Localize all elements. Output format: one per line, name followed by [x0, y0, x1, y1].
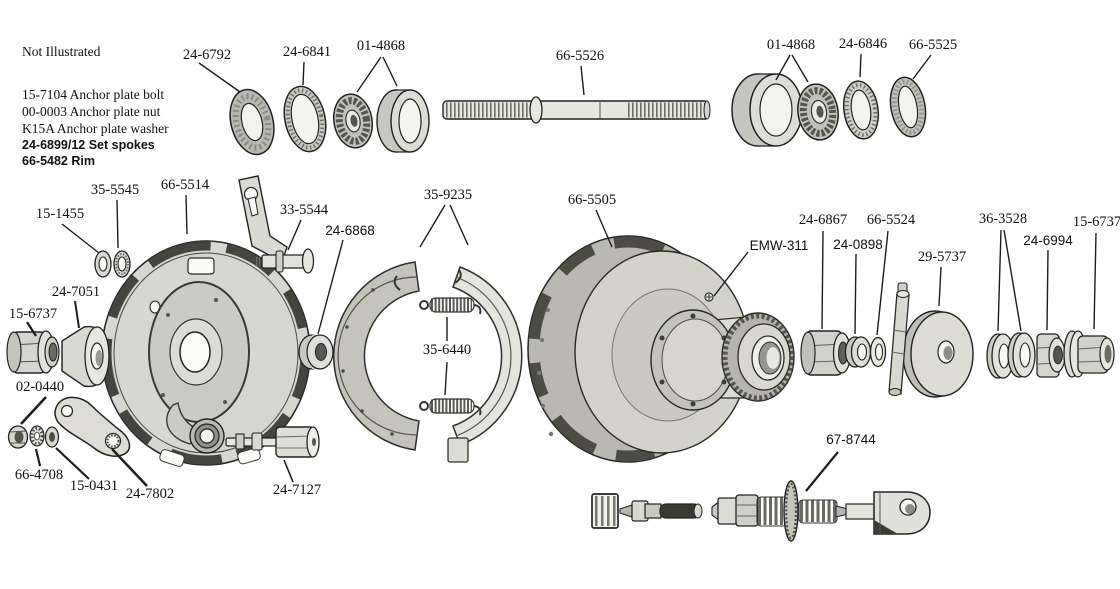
part-label-emw-311: EMW-311 — [749, 238, 809, 253]
part-label-15-0431: 15-0431 — [69, 478, 119, 494]
nut-15-6737-left — [6, 330, 60, 374]
part-label-66-5525: 66-5525 — [908, 37, 958, 53]
anchor-plate-bracket — [238, 175, 288, 264]
washer-66-5524 — [869, 336, 887, 368]
part-label-15-1455: 15-1455 — [35, 206, 85, 222]
part-label-66-5526: 66-5526 — [555, 48, 605, 64]
cover-plate-29-5737 — [888, 282, 974, 398]
part-label-66-4708: 66-4708 — [14, 467, 64, 483]
lock-ring-24-6841 — [283, 85, 327, 153]
nut-02-0440 — [7, 425, 29, 449]
ring-nut-24-0898 — [844, 336, 872, 368]
part-label-33-5544: 33-5544 — [279, 202, 329, 218]
part-label-24-6867: 24-6867 — [798, 212, 848, 228]
bearing-cup-01-4868-right — [731, 73, 803, 147]
flanged-nut-15-6737-right — [1063, 330, 1115, 378]
part-label-01-4868-left: 01-4868 — [356, 38, 406, 54]
part-label-35-9235: 35-9235 — [423, 187, 473, 203]
part-label-66-5524: 66-5524 — [866, 212, 916, 228]
part-label-01-4868-right: 01-4868 — [766, 37, 816, 53]
hex-nut-24-6867 — [800, 330, 852, 376]
axle-66-5526 — [442, 96, 711, 124]
part-label-67-8744: 67-8744 — [826, 432, 876, 447]
washer-35-5545 — [113, 250, 131, 278]
not-illustrated-item: 15-7104 Anchor plate bolt — [22, 87, 165, 102]
brake-lever-24-7802 — [54, 396, 131, 457]
part-label-36-3528: 36-3528 — [978, 211, 1028, 227]
part-label-24-6846: 24-6846 — [838, 36, 888, 52]
brake-shoes-35-9235 — [332, 261, 523, 463]
leader-lines — [20, 53, 1097, 492]
cable-adjuster-assembly-67-8744 — [591, 480, 931, 542]
part-label-02-0440: 02-0440 — [15, 379, 65, 395]
part-label-24-7802: 24-7802 — [125, 486, 175, 502]
washers-36-3528 — [986, 332, 1036, 379]
part-label-24-7051: 24-7051 — [51, 284, 101, 300]
part-label-24-7127: 24-7127 — [272, 482, 322, 498]
bearing-cup-01-4868-left — [376, 89, 430, 153]
part-label-66-5514: 66-5514 — [160, 177, 210, 193]
return-springs-35-6440 — [419, 297, 482, 416]
part-label-35-5545: 35-5545 — [90, 182, 140, 198]
star-washer-66-4708 — [29, 425, 45, 447]
brake-drum-66-5505 — [527, 235, 795, 463]
part-label-29-5737: 29-5737 — [917, 249, 967, 265]
part-label-15-6737-left: 15-6737 — [8, 306, 58, 322]
washer-15-1455 — [94, 250, 112, 278]
not-illustrated-heading: Not Illustrated — [22, 44, 101, 59]
pivot-pin-24-7127 — [225, 426, 320, 458]
bearing-cone-01-4868-right — [797, 83, 839, 141]
collar-24-6994 — [1036, 333, 1066, 378]
not-illustrated-item: 66-5482 Rim — [22, 154, 95, 168]
part-label-24-0898: 24-0898 — [833, 237, 883, 252]
part-label-24-6841: 24-6841 — [282, 44, 332, 60]
spacer-24-6868 — [298, 334, 334, 370]
lock-ring-24-6846 — [842, 80, 880, 140]
felt-washer-24-6792 — [229, 88, 275, 156]
not-illustrated-item: 24-6899/12 Set spokes — [22, 138, 155, 152]
washer-15-0431 — [44, 426, 60, 448]
part-label-24-6868: 24-6868 — [325, 223, 375, 238]
part-label-66-5505: 66-5505 — [567, 192, 617, 208]
bearing-cone-01-4868-left — [332, 93, 374, 149]
felt-washer-66-5525 — [889, 76, 927, 138]
part-label-15-6737-right: 15-6737 — [1072, 214, 1120, 230]
not-illustrated-item: K15A Anchor plate washer — [22, 121, 169, 136]
not-illustrated-block: Not Illustrated 15-7104 Anchor plate bol… — [22, 44, 169, 169]
fulcrum-pin-33-5544 — [256, 248, 315, 274]
part-label-35-6440: 35-6440 — [422, 342, 472, 358]
not-illustrated-item: 00-0003 Anchor plate nut — [22, 104, 161, 119]
part-label-24-6792: 24-6792 — [182, 47, 232, 63]
part-label-24-6994: 24-6994 — [1023, 233, 1073, 248]
cone-spacer-24-7051 — [61, 325, 110, 388]
